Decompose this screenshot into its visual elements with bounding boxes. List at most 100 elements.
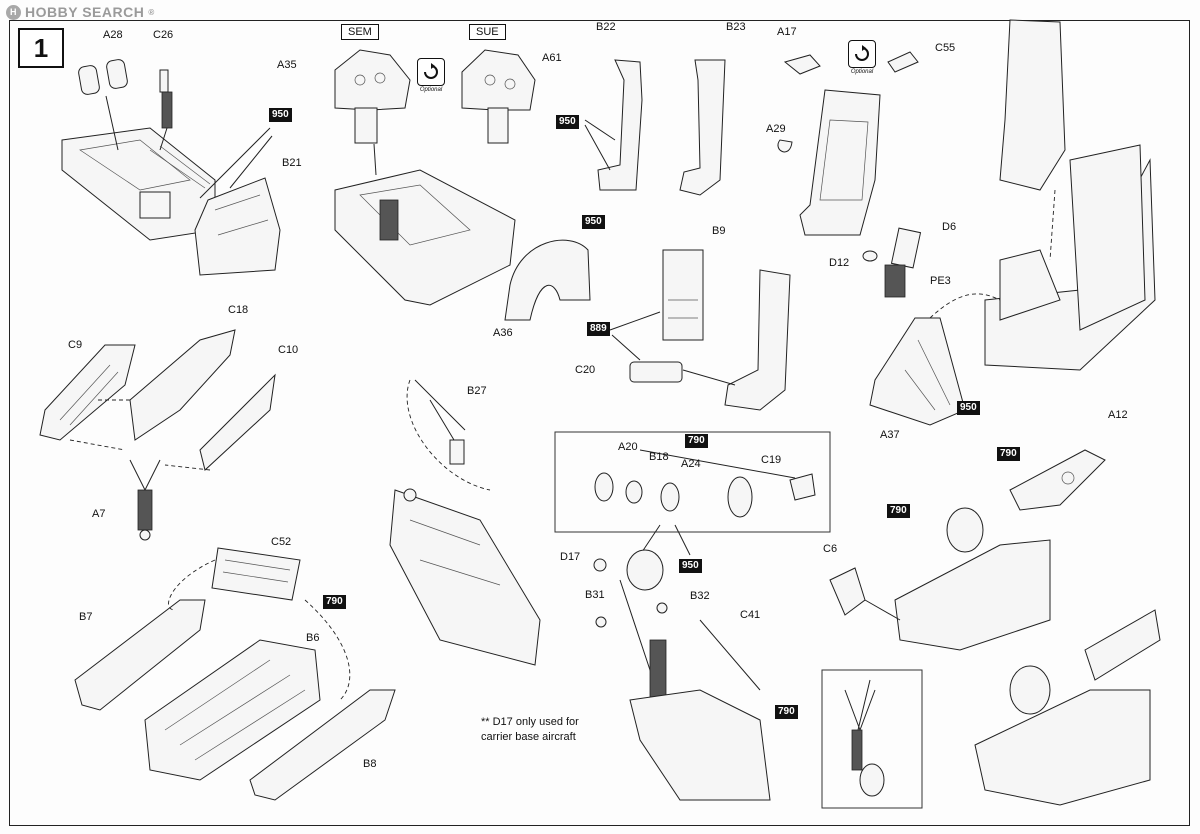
part-D12: [862, 250, 878, 262]
gear-bay-right-lower: [974, 609, 1161, 806]
part-C55-belt: [887, 51, 919, 73]
part-A28-windows: [78, 59, 128, 95]
label-A37: A37: [880, 429, 900, 441]
cockpit-assembled-right: [984, 19, 1156, 371]
paint-code-950: 950: [582, 215, 605, 229]
optional-label-1: Optional: [419, 87, 443, 93]
optional-arrows-icon: [417, 58, 445, 86]
label-C41: C41: [740, 609, 761, 621]
nose-gear-assembly: [593, 549, 761, 701]
part-A61-panel-sue: [461, 49, 536, 144]
label-C18: C18: [228, 304, 249, 316]
label-B21: B21: [282, 157, 302, 169]
wheel-parts: [594, 472, 816, 518]
label-B31: B31: [585, 589, 605, 601]
label-A12: A12: [1108, 409, 1128, 421]
part-A12-door: [1009, 449, 1106, 511]
sheet-frame: [9, 20, 1190, 826]
label-C19: C19: [761, 454, 782, 466]
variant-sem-tag: SEM: [341, 24, 379, 41]
part-C6-bracket: [829, 567, 866, 616]
paint-code-790: 790: [887, 504, 910, 518]
label-B8: B8: [363, 758, 377, 770]
paint-code-790: 790: [685, 434, 708, 448]
label-A61: A61: [542, 52, 562, 64]
part-B23-rail: [679, 59, 726, 196]
paint-code-950: 950: [679, 559, 702, 573]
label-C9: C9: [68, 339, 83, 351]
label-B9: B9: [712, 225, 726, 237]
label-B27: B27: [467, 385, 487, 397]
paint-code-790: 790: [775, 705, 798, 719]
label-B18: B18: [649, 451, 669, 463]
part-B8-console: [249, 689, 396, 801]
optional-arrows-icon: [848, 40, 876, 68]
gear-bay-right-upper: [894, 507, 1051, 651]
d17-note: ** D17 only used for carrier base aircra…: [481, 715, 579, 745]
watermark-brand: HOBBY SEARCH: [25, 4, 145, 20]
part-PE3: [884, 264, 906, 298]
part-B21-panel: [194, 177, 281, 276]
paint-code-950: 950: [957, 401, 980, 415]
part-A7-gear: [129, 459, 161, 541]
note-line-2: carrier base aircraft: [481, 730, 576, 743]
step-number: 1: [18, 28, 64, 68]
label-PE3: PE3: [930, 275, 951, 287]
label-C10: C10: [278, 344, 299, 356]
part-seat-assembled: [724, 269, 791, 411]
label-D12: D12: [829, 257, 850, 269]
part-A35-panel-sem: [334, 49, 411, 144]
label-A7: A7: [92, 508, 106, 520]
label-B32: B32: [690, 590, 710, 602]
label-B22: B22: [596, 21, 616, 33]
label-A36: A36: [493, 327, 513, 339]
label-C52: C52: [271, 536, 292, 548]
part-B6-floor: [144, 639, 321, 781]
part-B7-console: [74, 599, 206, 711]
label-C6: C6: [823, 543, 838, 555]
label-C26: C26: [153, 29, 174, 41]
label-B7: B7: [79, 611, 93, 623]
inset-gear: [844, 679, 885, 797]
part-C52-panel: [211, 547, 301, 601]
cockpit-tub-center: [334, 169, 516, 306]
label-D6: D6: [942, 221, 957, 233]
part-A29-handle: [777, 139, 793, 153]
label-A35: A35: [277, 59, 297, 71]
variant-sue-tag: SUE: [469, 24, 506, 41]
paint-code-889: 889: [587, 322, 610, 336]
label-A20: A20: [618, 441, 638, 453]
paint-code-950: 950: [269, 108, 292, 122]
gear-bay-center: [389, 488, 541, 666]
label-C55: C55: [935, 42, 956, 54]
label-A17: A17: [777, 26, 797, 38]
label-A24: A24: [681, 458, 701, 470]
label-A28: A28: [103, 29, 123, 41]
paint-code-950: 950: [556, 115, 579, 129]
part-B9-seat: [662, 249, 704, 341]
cockpit-tub-left: [61, 127, 216, 241]
part-C20-cushion: [629, 361, 683, 383]
part-C10-console: [199, 373, 276, 471]
gear-bay-nose: [629, 689, 771, 801]
hobbysearch-logo-icon: H: [6, 4, 21, 20]
part-C26-stick: [159, 69, 173, 129]
label-C20: C20: [575, 364, 596, 376]
part-A37-console: [869, 317, 966, 426]
rotate-arrows-icon: [424, 63, 438, 79]
label-D17: D17: [560, 551, 581, 563]
hobbysearch-watermark: H HOBBY SEARCH ®: [6, 4, 155, 20]
optional-label-2: Optional: [850, 69, 874, 75]
part-C9-console: [39, 344, 136, 441]
note-line-1: ** D17 only used for: [481, 716, 579, 728]
watermark-reg-mark: ®: [148, 7, 155, 17]
part-A36-coaming: [504, 239, 591, 321]
label-A29: A29: [766, 123, 786, 135]
part-C18-floor: [129, 329, 236, 441]
nose-gear-inset-box: [821, 669, 923, 809]
wheel-detail-box: [554, 431, 831, 533]
part-B22-rail: [597, 59, 643, 191]
part-B27-strut: [414, 379, 466, 465]
optional-badge-2: Optional: [848, 40, 876, 75]
paint-code-790: 790: [997, 447, 1020, 461]
